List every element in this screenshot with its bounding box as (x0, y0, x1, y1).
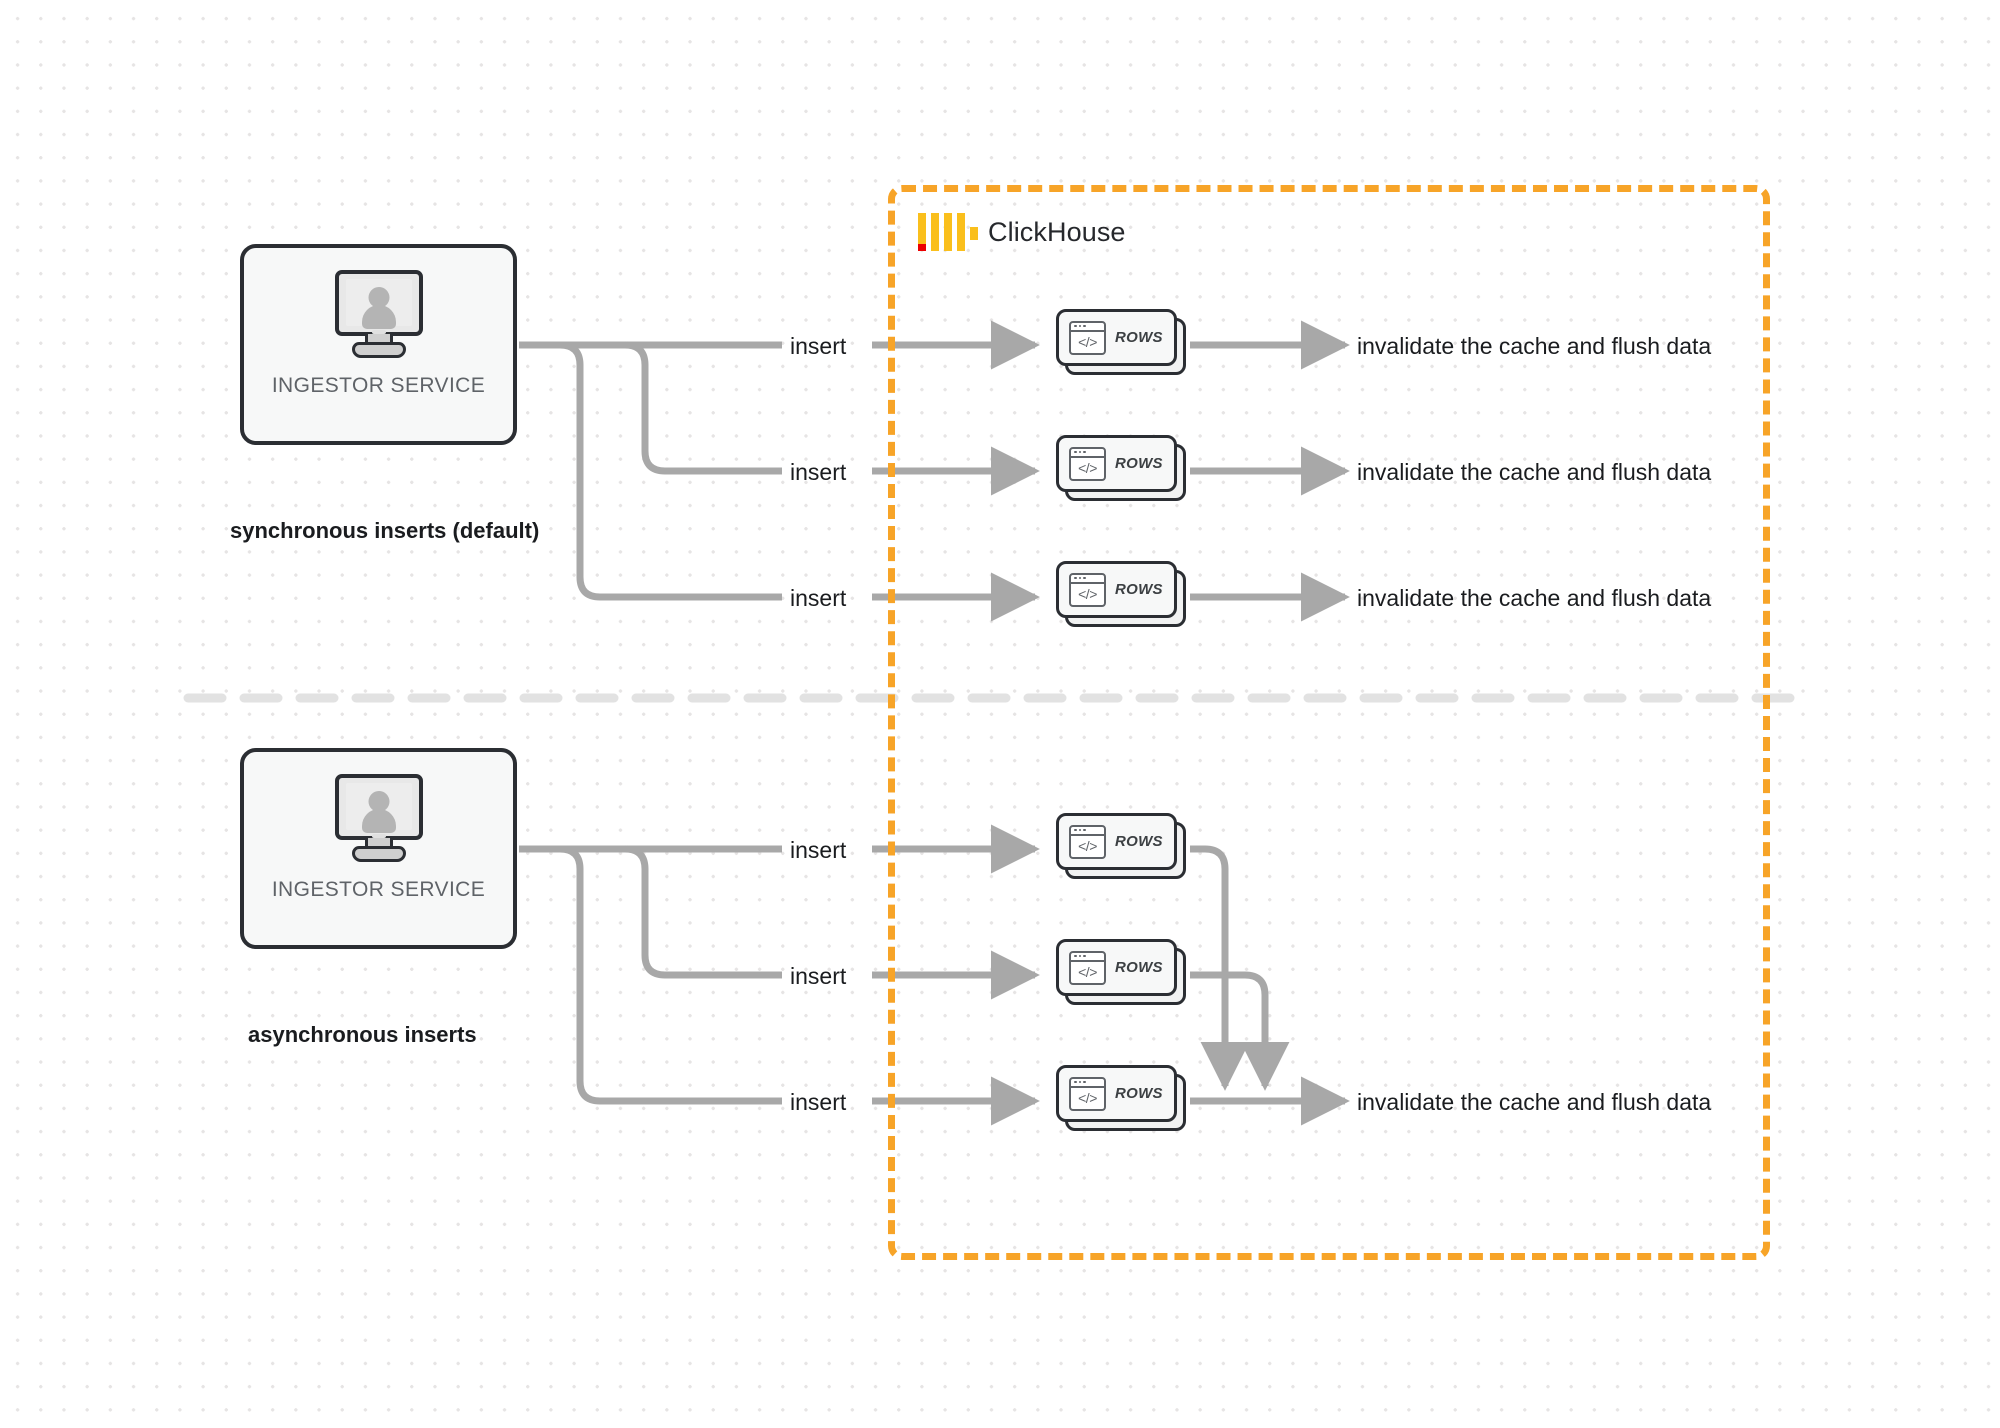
wire-sync-branch-2 (519, 341, 782, 475)
code-icon-glyph: </> (1078, 964, 1097, 980)
logo-dot-square (970, 227, 978, 240)
logo-bar-3 (944, 213, 952, 251)
rows-card-label: ROWS (1115, 1085, 1163, 1102)
result-label-sync-2: invalidate the cache and flush data (1357, 459, 1712, 485)
rows-card-async-3[interactable]: </> ROWS (1056, 1065, 1186, 1131)
sidebar-item-ingestor-service-sync[interactable]: INGESTOR SERVICE (240, 244, 517, 445)
code-icon-titlebar (1071, 449, 1104, 458)
monitor-notch (371, 330, 386, 334)
rows-card-front-layer: </> ROWS (1056, 561, 1177, 618)
clickhouse-brand: ClickHouse (918, 213, 1126, 251)
code-icon-titlebar (1071, 323, 1104, 332)
rows-card-sync-1[interactable]: </> ROWS (1056, 309, 1186, 375)
insert-label-async-2: insert (790, 963, 847, 989)
wire-sync-branch-3 (519, 341, 782, 601)
code-icon-titlebar (1071, 953, 1104, 962)
rows-card-async-2[interactable]: </> ROWS (1056, 939, 1186, 1005)
rows-card-label: ROWS (1115, 581, 1163, 598)
rows-card-sync-2[interactable]: </> ROWS (1056, 435, 1186, 501)
insert-label-sync-3: insert (790, 585, 847, 611)
service-label: INGESTOR SERVICE (271, 878, 486, 901)
code-icon-glyph: </> (1078, 334, 1097, 350)
code-icon-glyph: </> (1078, 460, 1097, 476)
rows-card-front-layer: </> ROWS (1056, 939, 1177, 996)
code-icon-titlebar (1071, 575, 1104, 584)
result-label-async-merged: invalidate the cache and flush data (1357, 1089, 1712, 1115)
rows-card-front-layer: </> ROWS (1056, 813, 1177, 870)
logo-bar-1 (918, 213, 926, 251)
code-icon-glyph: </> (1078, 838, 1097, 854)
result-label-sync-3: invalidate the cache and flush data (1357, 585, 1712, 611)
insert-label-sync-2: insert (790, 459, 847, 485)
user-body-icon (361, 809, 396, 833)
monitor-screen (334, 774, 423, 840)
monitor-user-icon (331, 270, 427, 358)
rows-card-front-layer: </> ROWS (1056, 1065, 1177, 1122)
monitor-notch (371, 834, 386, 838)
logo-red-accent (918, 244, 926, 251)
clickhouse-boundary (888, 185, 1770, 1260)
rows-card-label: ROWS (1115, 329, 1163, 346)
monitor-screen (334, 270, 423, 336)
user-head-icon (368, 287, 389, 308)
code-icon-glyph: </> (1078, 1090, 1097, 1106)
logo-bar-2 (931, 213, 939, 251)
code-icon-titlebar (1071, 1079, 1104, 1088)
monitor-base (351, 342, 406, 358)
section-caption-asynchronous: asynchronous inserts (248, 1022, 477, 1047)
result-label-sync-1: invalidate the cache and flush data (1357, 333, 1712, 359)
code-icon-titlebar (1071, 827, 1104, 836)
user-head-icon (368, 791, 389, 812)
wire-async-branch-3 (519, 845, 782, 1105)
logo-bar-4 (957, 213, 965, 251)
rows-card-front-layer: </> ROWS (1056, 309, 1177, 366)
monitor-base (351, 846, 406, 862)
service-label: INGESTOR SERVICE (271, 374, 486, 397)
rows-card-label: ROWS (1115, 833, 1163, 850)
code-window-icon: </> (1069, 1076, 1106, 1111)
code-window-icon: </> (1069, 320, 1106, 355)
rows-card-sync-3[interactable]: </> ROWS (1056, 561, 1186, 627)
sidebar-item-ingestor-service-async[interactable]: INGESTOR SERVICE (240, 748, 517, 949)
section-caption-synchronous: synchronous inserts (default) (230, 518, 540, 543)
clickhouse-brand-label: ClickHouse (988, 216, 1126, 247)
code-window-icon: </> (1069, 950, 1106, 985)
rows-card-front-layer: </> ROWS (1056, 435, 1177, 492)
code-window-icon: </> (1069, 446, 1106, 481)
rows-card-label: ROWS (1115, 959, 1163, 976)
code-window-icon: </> (1069, 824, 1106, 859)
insert-label-async-3: insert (790, 1089, 847, 1115)
monitor-user-icon (331, 774, 427, 862)
insert-label-async-1: insert (790, 837, 847, 863)
code-window-icon: </> (1069, 572, 1106, 607)
user-body-icon (361, 305, 396, 329)
rows-card-async-1[interactable]: </> ROWS (1056, 813, 1186, 879)
wire-async-branch-2 (519, 845, 782, 979)
clickhouse-logo (918, 213, 978, 251)
insert-label-sync-1: insert (790, 333, 847, 359)
rows-card-label: ROWS (1115, 455, 1163, 472)
code-icon-glyph: </> (1078, 586, 1097, 602)
